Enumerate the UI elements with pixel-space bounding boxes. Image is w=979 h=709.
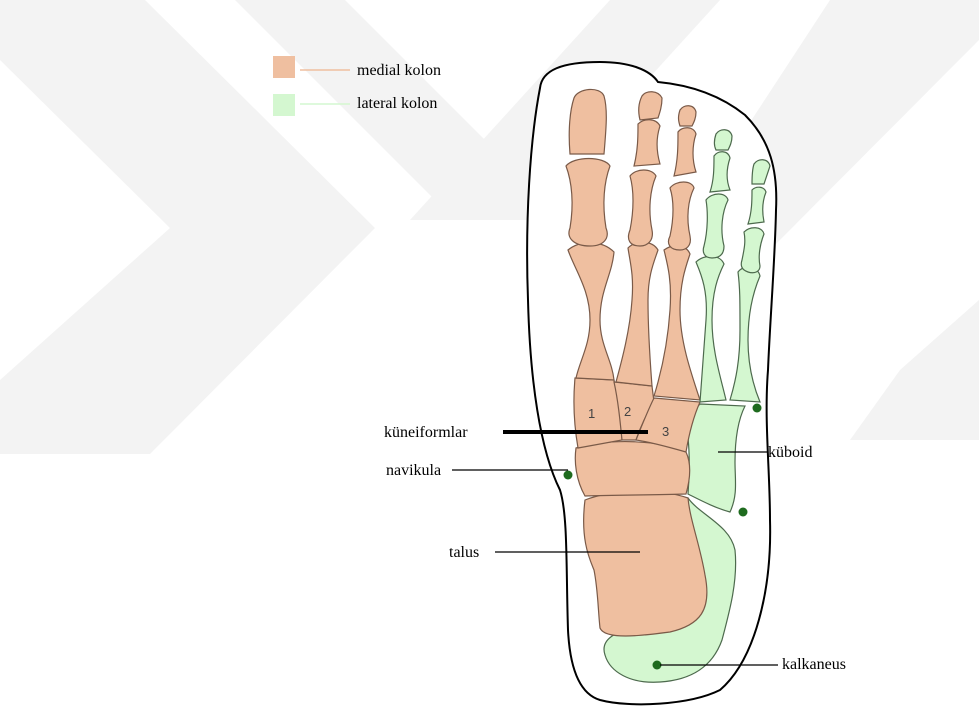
distal-phalanx-1	[569, 89, 606, 154]
label-kuneiformlar: küneiformlar	[384, 424, 468, 441]
distal-phalanx-2	[639, 92, 662, 120]
middle-phalanx-2	[634, 120, 660, 166]
marker-dot	[753, 404, 762, 413]
distal-phalanx-4	[715, 130, 733, 150]
cuneiform-1-number: 1	[588, 406, 595, 421]
talus-bone	[584, 491, 707, 636]
legend-medial-label: medial kolon	[357, 62, 441, 79]
marker-dot	[564, 471, 573, 480]
cuneiform-2-number: 2	[624, 404, 631, 419]
background-watermark	[0, 0, 979, 454]
label-kalkaneus: kalkaneus	[782, 656, 846, 673]
cuneiform-3-number: 3	[662, 424, 669, 439]
distal-phalanx-3	[679, 106, 697, 126]
legend-lateral-label: lateral kolon	[357, 95, 437, 112]
label-navikula: navikula	[386, 462, 441, 479]
label-kuboid: küboid	[768, 444, 812, 461]
marker-dot	[739, 508, 748, 517]
legend-lateral-swatch	[273, 94, 295, 116]
label-talus: talus	[449, 544, 479, 561]
proximal-phalanx-1	[566, 159, 610, 247]
navicular-bone	[575, 442, 689, 496]
legend-medial-swatch	[273, 56, 295, 78]
